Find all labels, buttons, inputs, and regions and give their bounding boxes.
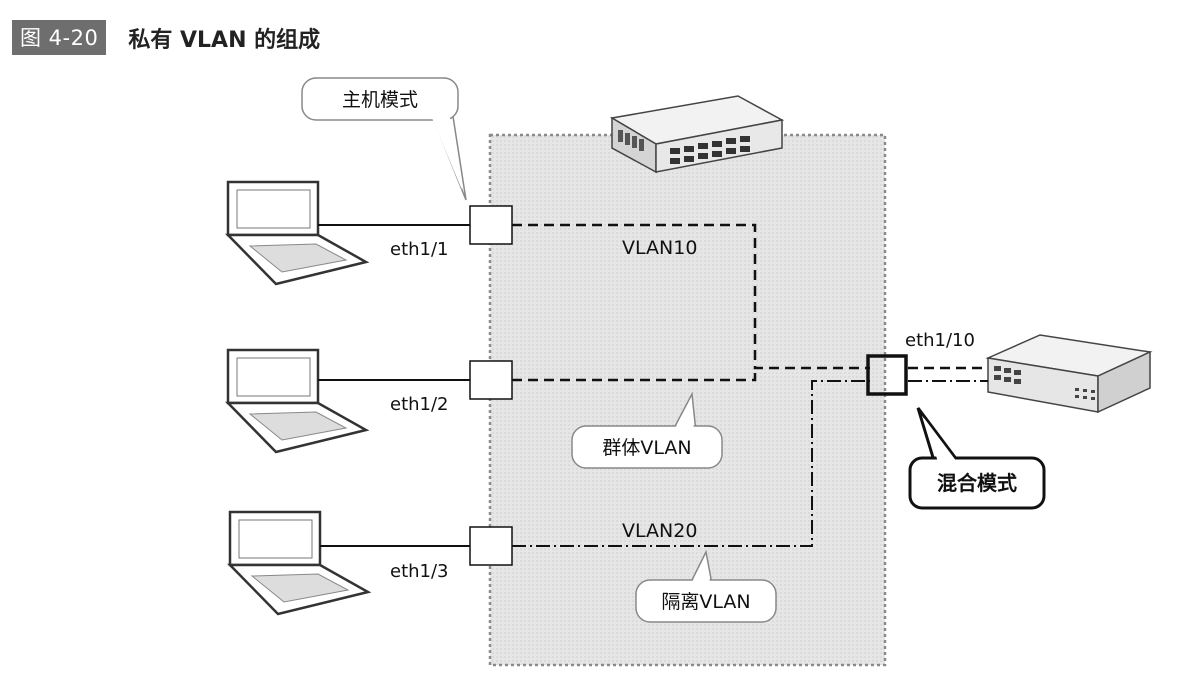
- port-eth1-3: [469, 526, 513, 566]
- figure-number: 图 4-20: [12, 20, 107, 55]
- port-eth1-1: [469, 205, 513, 245]
- community-vlan-path: [512, 368, 757, 382]
- figure-title: 私有 VLAN 的组成: [128, 27, 321, 53]
- vlan10-path: [512, 223, 870, 370]
- laptop-icon: [227, 510, 372, 616]
- callout-promiscuous-mode: 混合模式: [908, 407, 1046, 510]
- laptop-icon: [225, 180, 370, 286]
- figure-header: 图 4-20 私有 VLAN 的组成: [12, 20, 320, 55]
- label-eth1-10: eth1/10: [905, 330, 975, 351]
- label-eth1-2: eth1/2: [390, 394, 449, 415]
- port-eth1-10: [866, 354, 908, 396]
- callout-isolated-vlan-label: 隔离VLAN: [661, 591, 750, 613]
- switch-icon: [609, 95, 785, 174]
- label-eth1-3: eth1/3: [390, 561, 449, 582]
- callout-isolated-vlan: 隔离VLAN: [635, 549, 777, 623]
- callout-community-vlan: 群体VLAN: [571, 391, 723, 469]
- port-eth1-2: [469, 360, 513, 400]
- switch-area: [488, 133, 887, 667]
- callout-community-vlan-label: 群体VLAN: [602, 437, 691, 459]
- callout-promiscuous-mode-label: 混合模式: [937, 471, 1017, 495]
- callout-host-mode: 主机模式: [301, 77, 467, 201]
- laptop-icon: [225, 348, 370, 454]
- callout-host-mode-label: 主机模式: [342, 89, 418, 111]
- router-icon: [985, 334, 1153, 414]
- label-vlan20: VLAN20: [622, 520, 697, 542]
- label-vlan10: VLAN10: [622, 237, 697, 259]
- label-eth1-1: eth1/1: [390, 239, 449, 260]
- vlan20-path: [512, 380, 870, 547]
